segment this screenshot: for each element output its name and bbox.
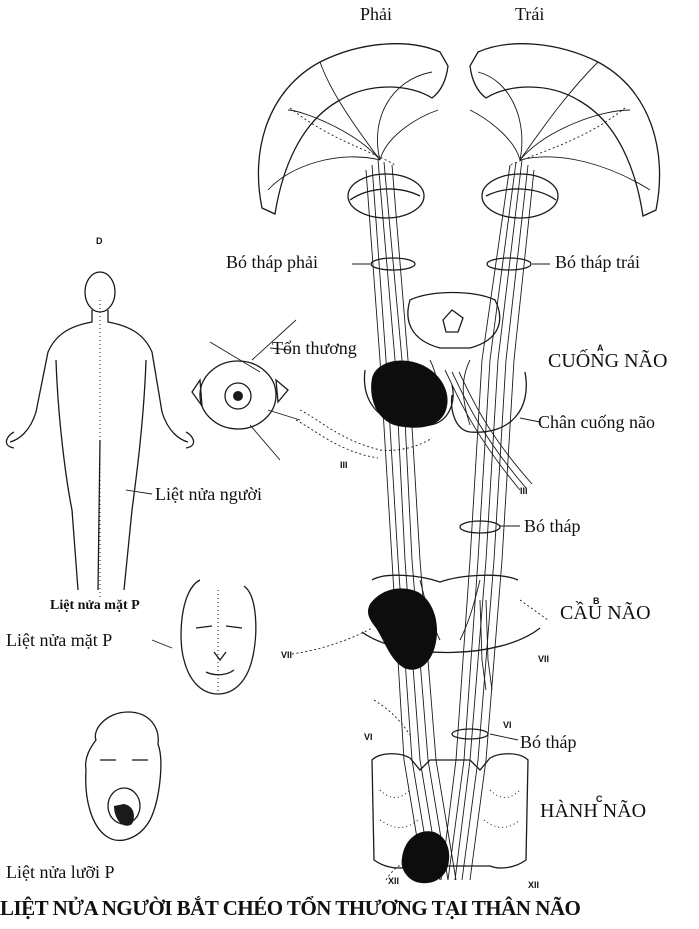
label-nerve-iii-left: III — [340, 460, 348, 470]
tongue-figure — [86, 712, 161, 840]
face-figure — [181, 580, 256, 694]
left-corticospinal-tract — [441, 160, 534, 880]
label-nerve-vi-right: VI — [503, 720, 512, 730]
label-nerve-xii-left: XII — [388, 876, 399, 886]
left-hemisphere-fan — [470, 44, 660, 216]
midbrain-lesion — [371, 360, 447, 427]
figure-caption: LIỆT NỬA NGƯỜI BẮT CHÉO TỔN THƯƠNG TẠI T… — [0, 896, 699, 921]
label-panel-c: C — [596, 794, 603, 804]
label-corticospinal-left: Bó tháp trái — [555, 252, 640, 273]
label-cerebral-peduncle: Chân cuống não — [538, 412, 655, 433]
label-medulla: HÀNH NÃO — [540, 800, 646, 823]
label-pons: CẦU NÃO — [560, 602, 651, 625]
body-figure — [6, 272, 193, 600]
right-hemisphere-fan — [258, 44, 448, 214]
label-hemiplegia: Liệt nửa người — [155, 484, 262, 505]
label-nerve-xii-right: XII — [528, 880, 539, 890]
label-face-pointer: Liệt nửa mặt P — [6, 630, 112, 651]
label-pyramidal-tract-1: Bó tháp — [524, 516, 581, 537]
label-face-title: Liệt nửa mặt P — [50, 598, 140, 614]
label-panel-d: D — [96, 236, 103, 246]
label-nerve-vii-right: VII — [538, 654, 549, 664]
label-right-side: Phải — [360, 4, 392, 25]
label-pyramidal-tract-2: Bó tháp — [520, 732, 577, 753]
label-left-side: Trái — [515, 4, 544, 25]
label-nerve-iii-right: III — [520, 486, 528, 496]
pons-lesion — [368, 588, 437, 669]
label-corticospinal-right: Bó tháp phải — [226, 252, 318, 273]
label-lesion: Tổn thương — [272, 338, 357, 359]
label-nerve-vi-left: VI — [364, 732, 373, 742]
medulla-lesion — [402, 831, 450, 883]
label-panel-a: A — [597, 343, 604, 353]
label-midbrain: CUỐNG NÃO — [548, 350, 667, 373]
label-panel-b: B — [593, 596, 600, 606]
label-tongue: Liệt nửa lưỡi P — [6, 862, 115, 883]
label-nerve-vii-left: VII — [281, 650, 292, 660]
